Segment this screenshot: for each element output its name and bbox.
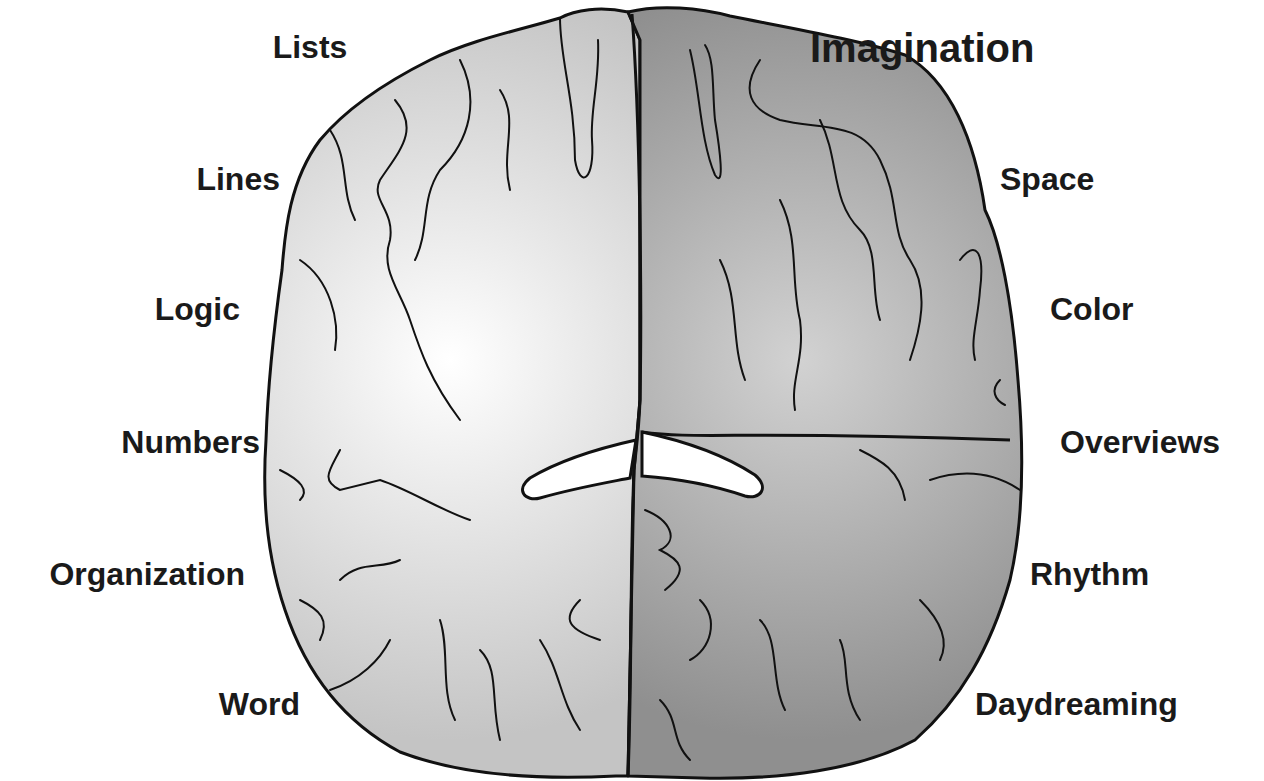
sulci	[645, 45, 1020, 760]
function-label: Overviews	[1060, 425, 1220, 460]
function-label: Imagination	[810, 26, 1034, 70]
function-label: Lines	[196, 162, 280, 197]
lobe-gap-right	[642, 432, 762, 497]
left-hemisphere	[265, 9, 640, 777]
function-label: Rhythm	[1030, 557, 1149, 592]
lobe-border-right	[642, 432, 1010, 440]
midline	[628, 14, 641, 776]
sulci	[280, 18, 600, 740]
function-label: Color	[1050, 292, 1134, 327]
lobe-gap-left	[523, 440, 636, 499]
function-label: Numbers	[121, 425, 260, 460]
function-label: Organization	[49, 557, 245, 592]
function-label: Word	[219, 687, 300, 722]
function-label: Logic	[155, 292, 240, 327]
function-label: Space	[1000, 162, 1094, 197]
function-label: Daydreaming	[975, 687, 1178, 722]
function-label: Lists	[273, 30, 348, 65]
right-hemisphere	[628, 8, 1022, 779]
